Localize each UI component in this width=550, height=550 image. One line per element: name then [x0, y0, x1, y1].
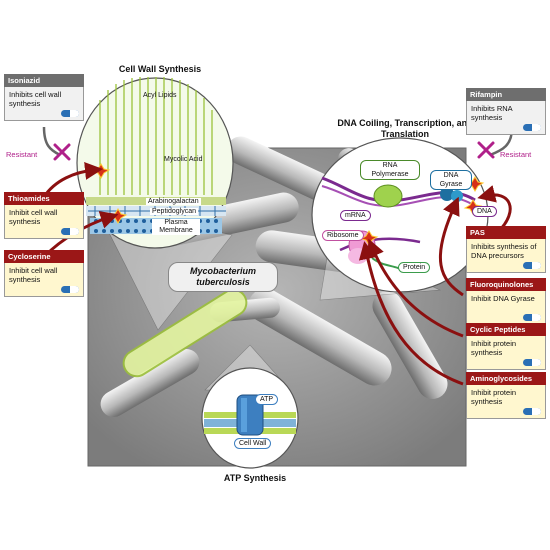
rna-polymerase-label: RNA Polymerase: [360, 160, 420, 180]
highlighted-bacterium: [122, 288, 248, 378]
arabinogalactan-label: Arabinogalactan: [146, 198, 201, 205]
isoniazid-resistant-label: Resistant: [6, 150, 38, 159]
drug-box-rifampin: Rifampin Inhibits RNA synthesis: [466, 88, 546, 135]
dna-gyrase-label: DNA Gyrase: [430, 170, 472, 190]
drug-name: Thioamides: [4, 192, 84, 205]
atp-circle: [201, 367, 299, 469]
protein-label: Protein: [398, 262, 431, 273]
drug-name: Cycloserine: [4, 250, 84, 263]
organism-label: Mycobacterium tuberculosis: [168, 262, 278, 292]
dna-label: DNA: [472, 206, 497, 217]
drug-action: Inhibits RNA synthesis: [471, 104, 513, 122]
rifampin-resistant-label: Resistant: [500, 150, 532, 159]
peptidoglycan-label: Peptidoglycan: [150, 208, 198, 215]
atp-label: ATP: [255, 394, 279, 405]
cell-wall-label: Cell Wall: [234, 438, 272, 449]
drug-action: Inhibit cell wall synthesis: [9, 266, 58, 284]
drug-box-aminoglycosides: Aminoglycosides Inhibit protein synthesi…: [466, 372, 546, 419]
drug-box-fluoroquinolones: Fluoroquinolones Inhibit DNA Gyrase: [466, 278, 546, 325]
pill-icon: [61, 110, 79, 117]
aminoglycosides-arrow: [358, 241, 464, 386]
drug-name: Fluoroquinolones: [466, 278, 546, 291]
drug-box-cyclic-peptides: Cyclic Peptides Inhibit protein synthesi…: [466, 323, 546, 370]
acyl-lipids-label: Acyl Lipids: [143, 92, 177, 99]
drug-name: Isoniazid: [4, 74, 84, 87]
drug-name: Cyclic Peptides: [466, 323, 546, 336]
drug-box-isoniazid: Isoniazid Inhibits cell wall synthesis: [4, 74, 84, 121]
drug-name: Rifampin: [466, 88, 546, 101]
fluoroquinolones-arrow: [439, 196, 464, 297]
cyclic-peptides-arrow: [367, 238, 464, 338]
ribosome-label: Ribosome: [322, 230, 364, 241]
drug-action: Inhibits cell wall synthesis: [9, 90, 62, 108]
pill-icon: [523, 359, 541, 366]
pill-icon: [61, 286, 79, 293]
drug-name: Aminoglycosides: [466, 372, 546, 385]
pill-icon: [523, 124, 541, 131]
plasma-membrane-label: Plasma Membrane: [152, 219, 200, 235]
pill-icon: [61, 228, 79, 235]
mycolic-acid-label: Mycolic Acid: [164, 156, 203, 163]
drug-action: Inhibit protein synthesis: [471, 339, 517, 357]
mrna-label: mRNA: [340, 210, 371, 221]
pas-arrow: [477, 185, 512, 234]
drug-box-pas: PAS Inhibits synthesis of DNA precursors: [466, 226, 546, 273]
drug-name: PAS: [466, 226, 546, 239]
pill-icon: [523, 262, 541, 269]
drug-action: Inhibit cell wall synthesis: [9, 208, 58, 226]
atp-synthesis-title: ATP Synthesis: [223, 473, 287, 483]
drug-action: Inhibit protein synthesis: [471, 388, 517, 406]
isoniazid-arrow: [42, 126, 61, 157]
cell-wall-synthesis-title: Cell Wall Synthesis: [118, 64, 202, 74]
dna-processes-title: DNA Coiling, Transcription, and Translat…: [337, 118, 473, 139]
drug-action: Inhibit DNA Gyrase: [471, 294, 535, 303]
drug-action: Inhibits synthesis of DNA precursors: [471, 242, 537, 260]
pill-icon: [523, 314, 541, 321]
resistant-x-marks: [53, 141, 495, 161]
drug-box-cycloserine: Cycloserine Inhibit cell wall synthesis: [4, 250, 84, 297]
pill-icon: [523, 408, 541, 415]
drug-box-thioamides: Thioamides Inhibit cell wall synthesis: [4, 192, 84, 239]
